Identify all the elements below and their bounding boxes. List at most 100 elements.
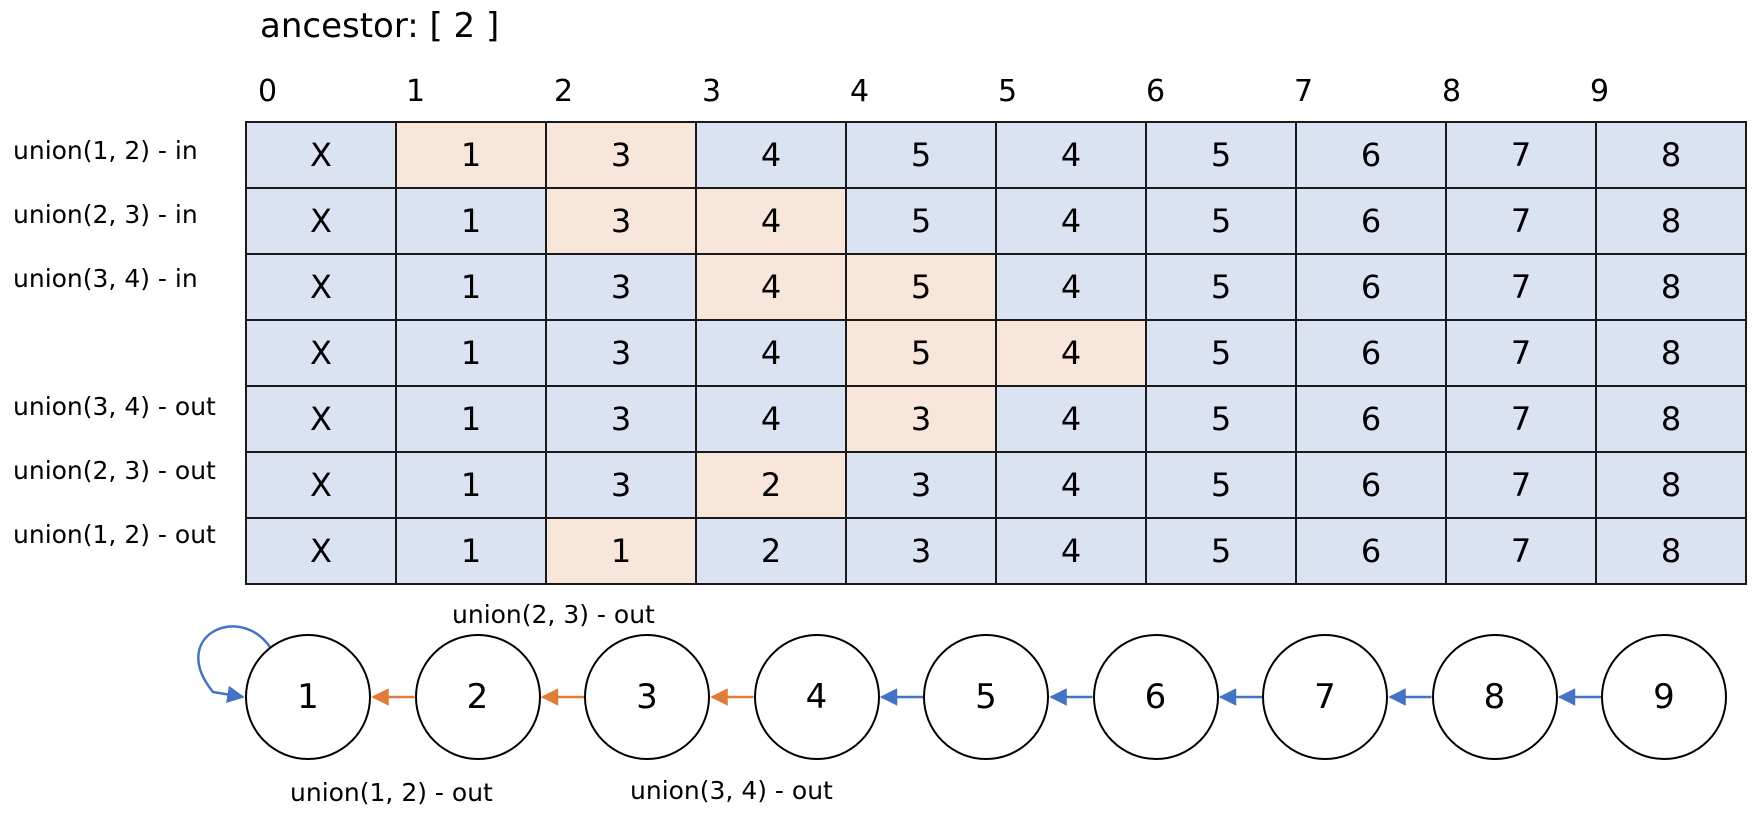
table-cell: 4 [995, 121, 1147, 189]
table-cell: 3 [845, 451, 997, 519]
node-6: 6 [1092, 634, 1219, 760]
table-cell: 7 [1445, 451, 1597, 519]
table-cell: 7 [1445, 517, 1597, 585]
table-cell: 5 [845, 253, 997, 321]
table-cell: 4 [995, 187, 1147, 255]
table-cell: 6 [1295, 121, 1447, 189]
column-index-4: 4 [850, 74, 870, 109]
table-cell: 7 [1445, 187, 1597, 255]
column-index-0: 0 [258, 74, 278, 109]
table-cell: 3 [545, 451, 697, 519]
column-index-7: 7 [1294, 74, 1314, 109]
node-9: 9 [1601, 634, 1727, 760]
table-cell: 5 [1145, 517, 1297, 585]
column-index-8: 8 [1442, 74, 1462, 109]
table-cell: 4 [695, 121, 847, 189]
edge-label-bottom-right: union(3, 4) - out [630, 776, 833, 805]
table-cell: 4 [695, 187, 847, 255]
table-cell: 6 [1295, 385, 1447, 453]
row-label: union(2, 3) - out [13, 456, 216, 485]
table-cell: 3 [845, 517, 997, 585]
table-cell: X [245, 517, 397, 585]
row-label: union(2, 3) - in [13, 200, 198, 229]
table-cell: 5 [845, 187, 997, 255]
row-label: union(1, 2) - out [13, 520, 216, 549]
table-cell: X [245, 451, 397, 519]
table-cell: X [245, 319, 397, 387]
node-3: 3 [584, 634, 710, 760]
edge-label-bottom-left: union(1, 2) - out [290, 778, 493, 807]
table-cell: 5 [1145, 187, 1297, 255]
table-cell: 4 [995, 385, 1147, 453]
table-cell: 4 [695, 319, 847, 387]
table-cell: 8 [1595, 121, 1747, 189]
table-cell: 2 [695, 451, 847, 519]
table-cell: 1 [395, 451, 547, 519]
node-5: 5 [923, 634, 1049, 760]
table-cell: 3 [545, 319, 697, 387]
table-cell: 6 [1295, 451, 1447, 519]
table-cell: 5 [845, 319, 997, 387]
table-cell: X [245, 187, 397, 255]
column-index-1: 1 [406, 74, 426, 109]
table-cell: 7 [1445, 319, 1597, 387]
table-cell: 4 [995, 451, 1147, 519]
table-cell: 6 [1295, 187, 1447, 255]
table-cell: 1 [395, 517, 547, 585]
table-cell: 1 [395, 121, 547, 189]
table-cell: 1 [395, 385, 547, 453]
table-cell: X [245, 121, 397, 189]
table-cell: 3 [545, 253, 697, 321]
table-cell: 4 [995, 253, 1147, 321]
table-cell: 1 [545, 517, 697, 585]
table-cell: 8 [1595, 385, 1747, 453]
table-cell: 4 [695, 253, 847, 321]
table-cell: 1 [395, 319, 547, 387]
table-cell: 6 [1295, 253, 1447, 321]
table-cell: 8 [1595, 451, 1747, 519]
column-index-2: 2 [554, 74, 574, 109]
table-cell: 3 [845, 385, 997, 453]
row-label: union(3, 4) - in [13, 264, 198, 293]
table-cell: 1 [395, 253, 547, 321]
table-cell: 5 [1145, 121, 1297, 189]
node-8: 8 [1431, 634, 1558, 760]
column-index-6: 6 [1146, 74, 1166, 109]
table-cell: 4 [695, 385, 847, 453]
table-cell: 5 [1145, 319, 1297, 387]
table-cell: 7 [1445, 385, 1597, 453]
column-index-5: 5 [998, 74, 1018, 109]
table-cell: 3 [545, 385, 697, 453]
table-cell: 7 [1445, 121, 1597, 189]
table-cell: 8 [1595, 253, 1747, 321]
table-cell: 3 [545, 187, 697, 255]
table-cell: X [245, 385, 397, 453]
row-label: union(1, 2) - in [13, 136, 198, 165]
diagram-title: ancestor: [ 2 ] [260, 6, 500, 46]
edge-label-top: union(2, 3) - out [452, 600, 655, 629]
table-cell: 5 [1145, 451, 1297, 519]
table-cell: 6 [1295, 517, 1447, 585]
table-cell: 5 [1145, 253, 1297, 321]
table-cell: 3 [545, 121, 697, 189]
table-cell: 5 [1145, 385, 1297, 453]
table-cell: 4 [995, 319, 1147, 387]
node-2: 2 [414, 634, 541, 760]
table-cell: 4 [995, 517, 1147, 585]
table-cell: 6 [1295, 319, 1447, 387]
row-label: union(3, 4) - out [13, 392, 216, 421]
self-loop-node-1 [197, 625, 272, 704]
table-cell: 8 [1595, 187, 1747, 255]
table-cell: 8 [1595, 517, 1747, 585]
node-7: 7 [1262, 634, 1388, 760]
node-4: 4 [753, 634, 880, 760]
